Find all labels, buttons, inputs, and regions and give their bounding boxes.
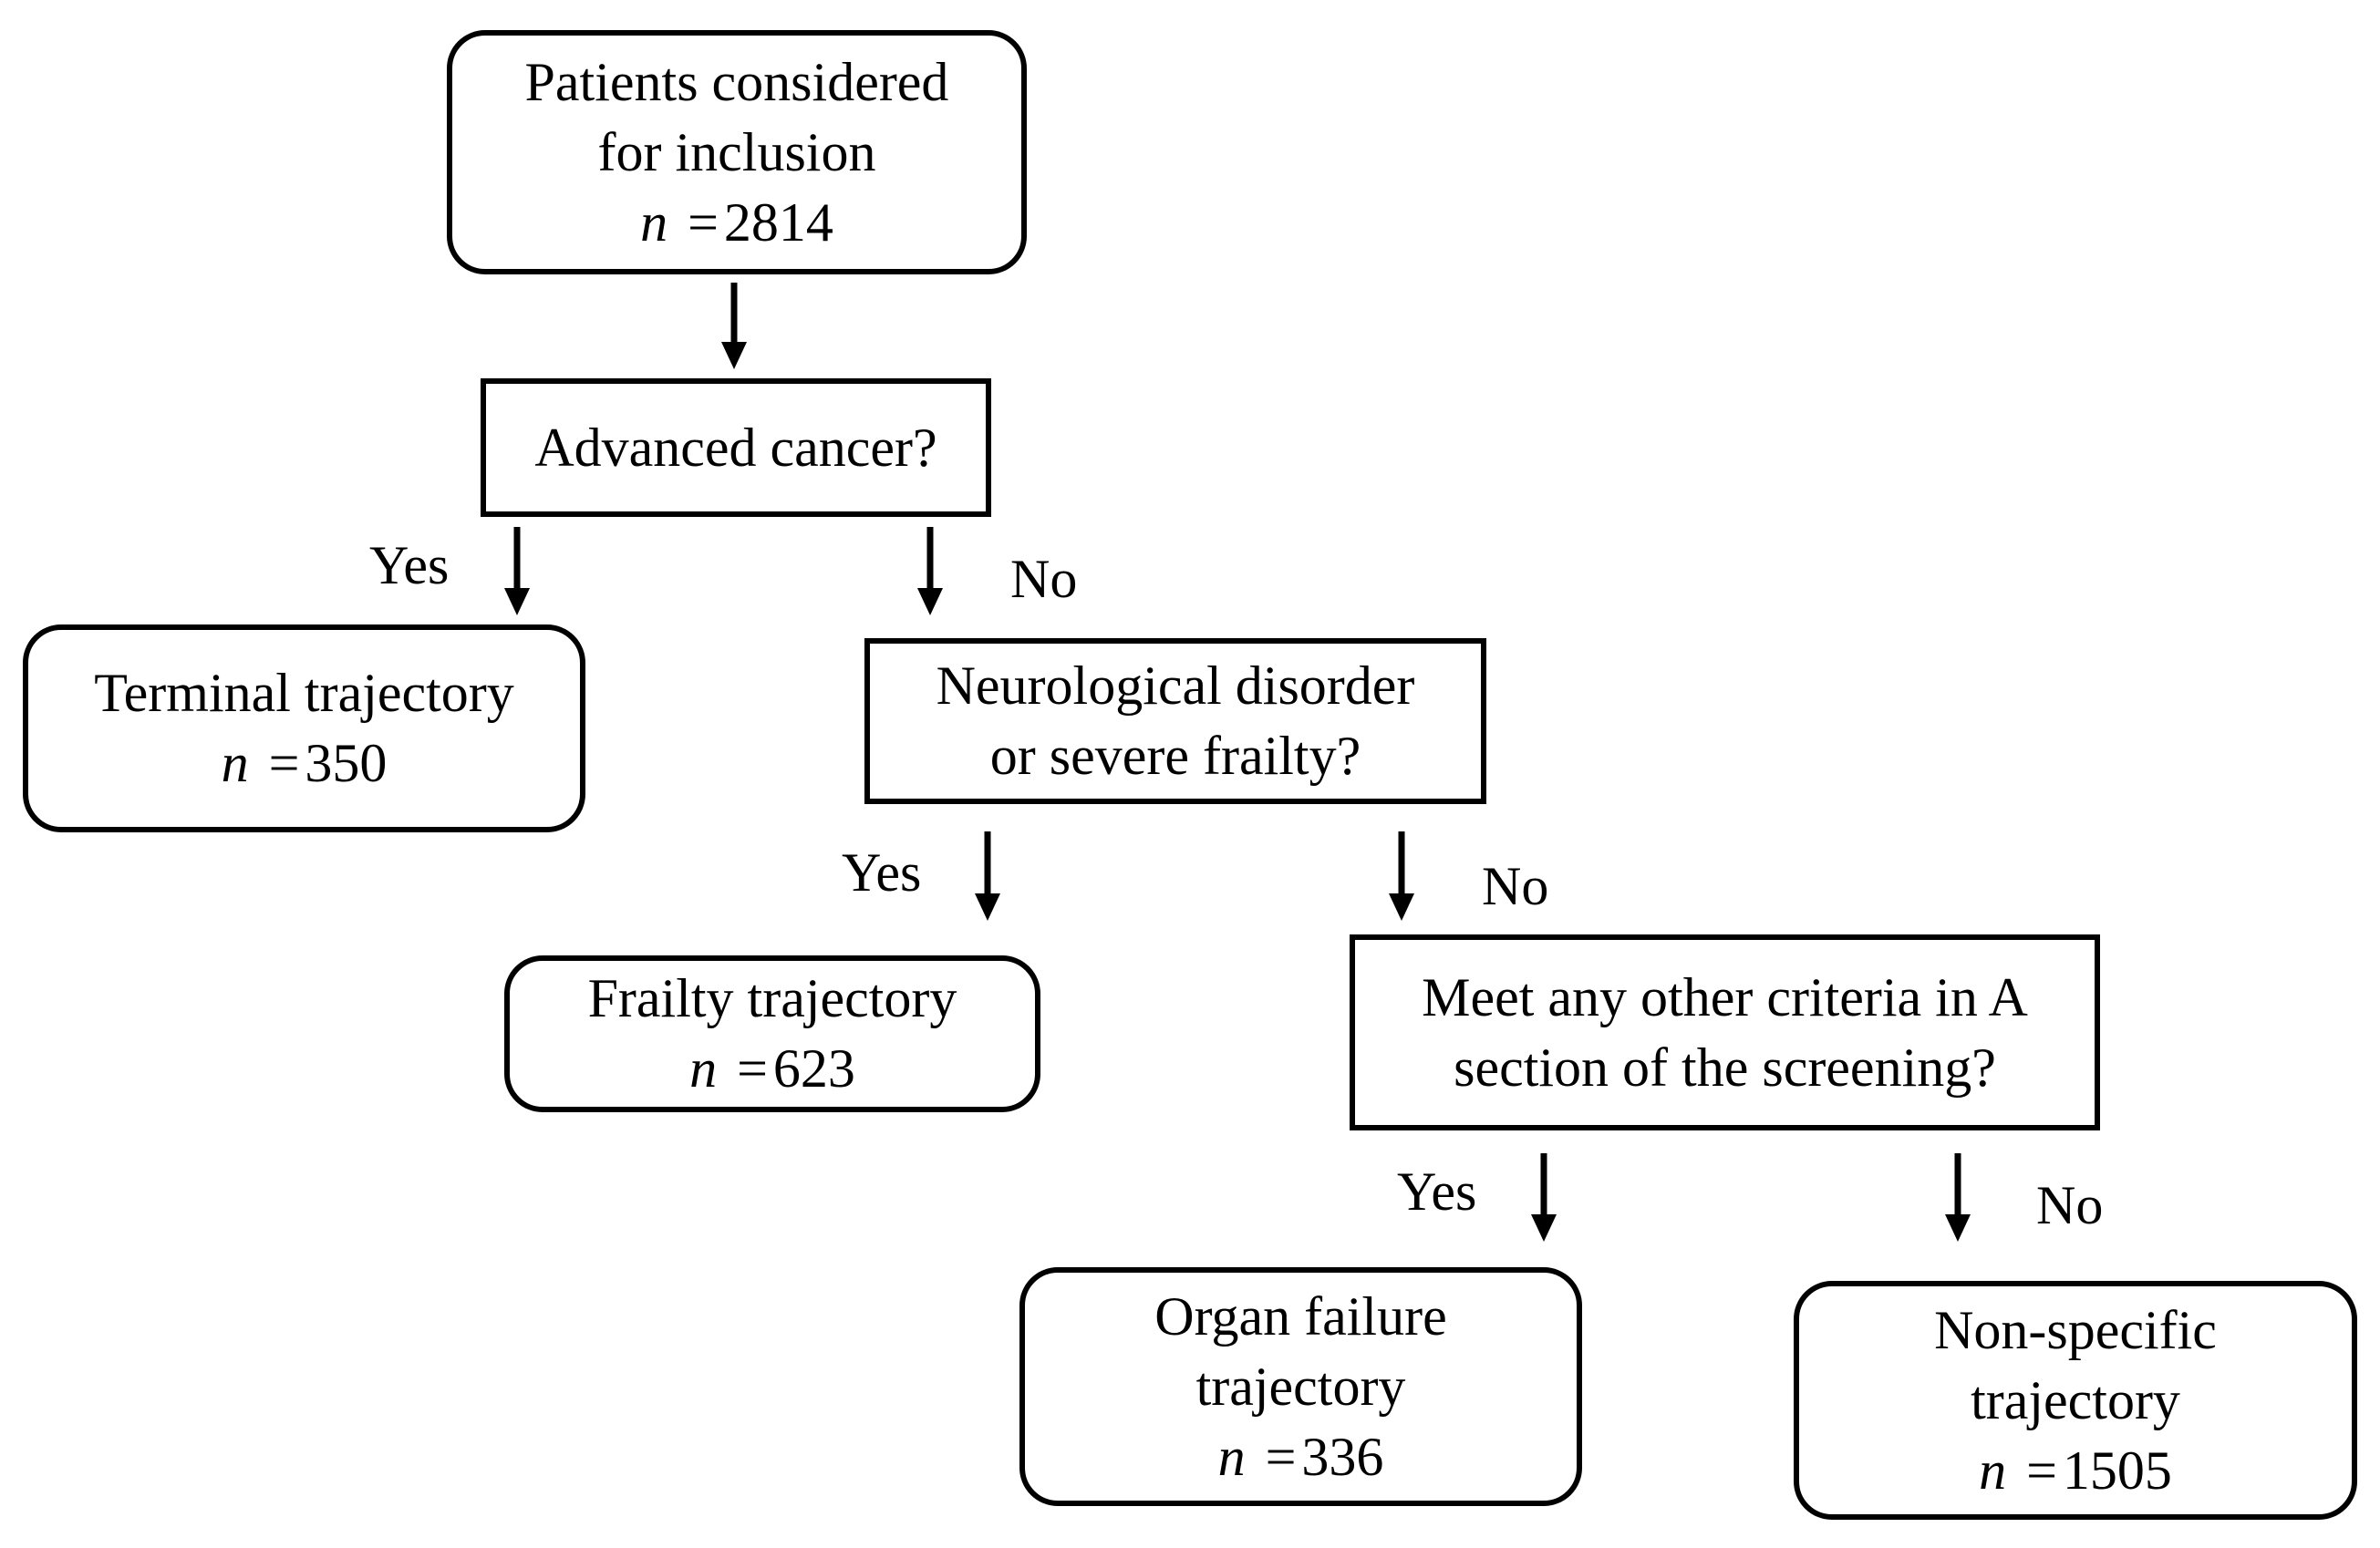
node-label-line2: trajectory [1195, 1356, 1406, 1417]
decision-label-line2: section of the screening? [1454, 1037, 1996, 1098]
node-count-line: n =350 [222, 728, 388, 799]
decision-label-line1: Meet any other criteria in A [1422, 966, 2028, 1027]
count-value: 336 [1301, 1426, 1384, 1487]
count-value: 623 [772, 1038, 855, 1099]
node-patients-considered: Patients considered for inclusion n =2814 [447, 30, 1027, 274]
arrow-start-to-cancer-head [721, 342, 747, 369]
arrow-criteria-yes-head [1531, 1214, 1557, 1242]
node-label-line1: Terminal trajectory [94, 663, 514, 723]
node-count-line: n =623 [689, 1034, 855, 1104]
node-terminal-trajectory: Terminal trajectory n =350 [23, 624, 585, 832]
node-frailty-trajectory: Frailty trajectory n =623 [504, 955, 1040, 1112]
arrow-cancer-no-head [917, 588, 943, 615]
arrow-cancer-yes-head [504, 588, 530, 615]
node-label-line1: Frailty trajectory [587, 968, 957, 1028]
n-symbol: n [1979, 1440, 2007, 1501]
node-count-line: n =1505 [1979, 1436, 2172, 1506]
node-label-line2: trajectory [1971, 1369, 2180, 1430]
decision-label-line2: or severe frailty? [989, 726, 1361, 786]
n-symbol: n [221, 733, 249, 793]
decision-label-line1: Neurological disorder [936, 655, 1415, 716]
equals-sign: = [1265, 1426, 1297, 1487]
branch-label-criteria-no: No [2036, 1175, 2104, 1235]
equals-sign: = [268, 733, 300, 793]
node-label-line1: Non-specific [1934, 1299, 2217, 1360]
branch-label-neuro-no: No [1482, 856, 1549, 916]
arrow-neuro-no-head [1389, 893, 1414, 921]
n-symbol: n [640, 191, 668, 253]
decision-label: Advanced cancer? [534, 417, 937, 478]
decision-other-criteria: Meet any other criteria in A section of … [1350, 934, 2100, 1130]
equals-sign: = [737, 1038, 768, 1099]
equals-sign: = [688, 191, 719, 253]
node-count-line: n =336 [1218, 1422, 1384, 1492]
node-non-specific-trajectory: Non-specific trajectory n =1505 [1794, 1281, 2357, 1520]
decision-advanced-cancer: Advanced cancer? [481, 378, 991, 517]
node-label-line1: Organ failure [1154, 1285, 1447, 1347]
branch-label-cancer-no: No [1010, 549, 1078, 609]
equals-sign: = [2026, 1440, 2057, 1501]
node-label-line1: Patients considered [524, 51, 949, 112]
n-symbol: n [1217, 1426, 1246, 1487]
arrow-criteria-no-head [1945, 1214, 1971, 1242]
count-value: 2814 [723, 191, 833, 253]
n-symbol: n [689, 1038, 718, 1099]
node-count-line: n =2814 [640, 188, 833, 258]
decision-neurological-disorder: Neurological disorder or severe frailty? [864, 638, 1486, 804]
node-label-line2: for inclusion [597, 121, 876, 182]
branch-label-cancer-yes: Yes [369, 535, 450, 595]
node-organ-failure-trajectory: Organ failure trajectory n =336 [1019, 1267, 1582, 1506]
count-value: 350 [305, 733, 388, 793]
branch-label-criteria-yes: Yes [1397, 1161, 1477, 1222]
count-value: 1505 [2062, 1440, 2172, 1501]
arrow-neuro-yes-head [975, 893, 1000, 921]
branch-label-neuro-yes: Yes [842, 842, 922, 903]
